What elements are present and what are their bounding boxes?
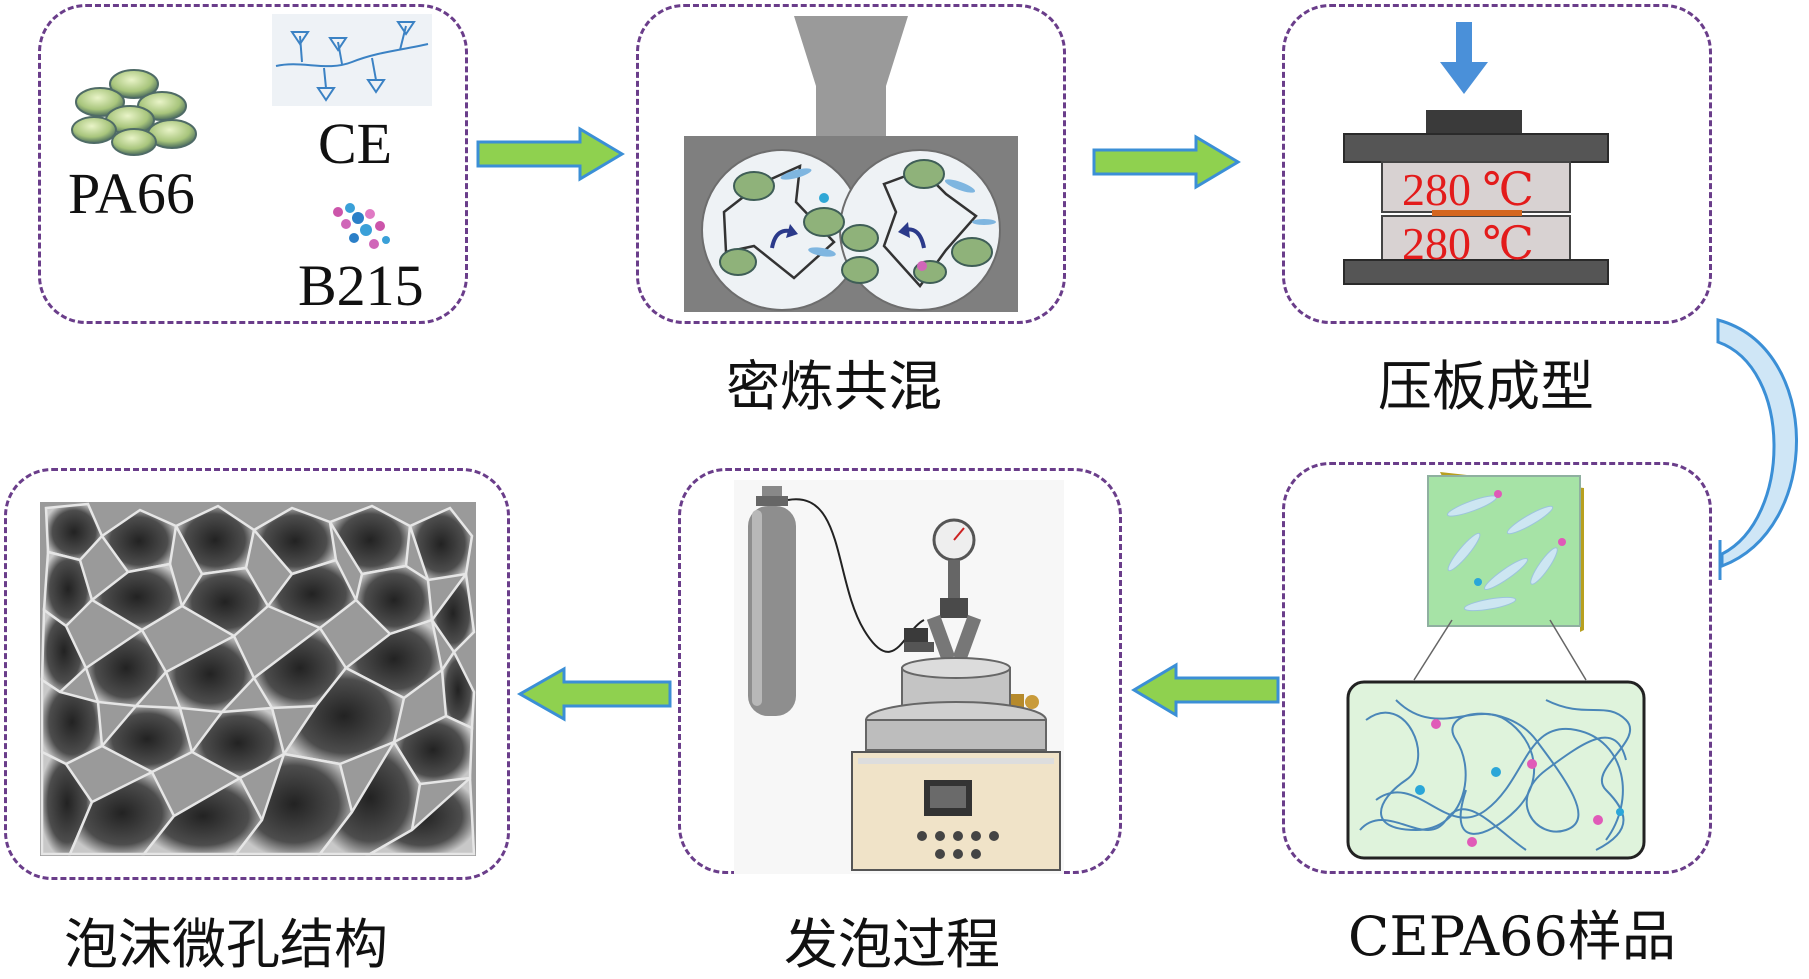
step-caption-structure: 泡沫微孔结构 bbox=[64, 913, 388, 976]
arrow-right-icon bbox=[476, 126, 625, 182]
press-temp-bottom: 280 ℃ bbox=[1402, 218, 1534, 269]
mixing-box bbox=[636, 4, 1066, 324]
molecular-chains-icon bbox=[1346, 680, 1646, 860]
internal-mixer-icon bbox=[684, 16, 1018, 312]
step-caption-pressing: 压板成型 bbox=[1378, 355, 1594, 418]
zoom-lines-icon bbox=[1413, 619, 1587, 681]
ce-chain-icon bbox=[272, 14, 432, 106]
arrow-right-icon bbox=[1092, 134, 1241, 190]
pressing-box bbox=[1282, 4, 1712, 324]
arrow-left-icon bbox=[516, 666, 672, 722]
pa66-pellets-icon bbox=[71, 69, 197, 156]
b215-label: B215 bbox=[298, 253, 424, 318]
press-temp-top: 280 ℃ bbox=[1402, 164, 1534, 215]
pa66-label: PA66 bbox=[68, 161, 195, 226]
sample-sheet-icon bbox=[1427, 472, 1584, 632]
arrow-left-icon bbox=[1131, 662, 1280, 718]
curved-arrow-icon bbox=[1716, 318, 1798, 580]
foam-sem-image-icon bbox=[40, 502, 476, 856]
b215-particles-icon bbox=[333, 203, 390, 249]
foaming-apparatus-icon bbox=[734, 480, 1064, 874]
hot-press-icon bbox=[1343, 22, 1609, 285]
sample-box bbox=[1282, 462, 1712, 874]
step-caption-sample: CEPA66样品 bbox=[1348, 905, 1676, 968]
step-caption-foaming: 发泡过程 bbox=[784, 913, 1000, 976]
step-caption-mixing: 密炼共混 bbox=[726, 355, 942, 418]
structure-box bbox=[4, 468, 510, 880]
ce-label: CE bbox=[318, 111, 393, 176]
materials-box bbox=[38, 4, 468, 324]
